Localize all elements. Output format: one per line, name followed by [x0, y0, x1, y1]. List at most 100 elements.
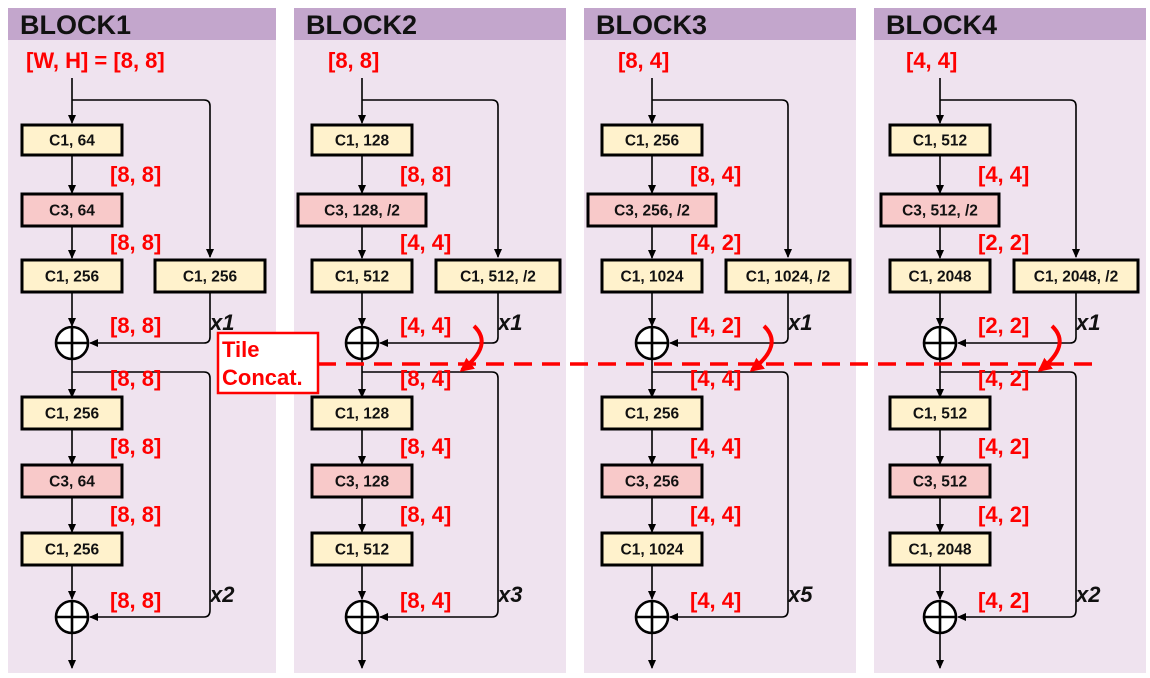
conv-c1-label: C1, 128: [335, 133, 390, 150]
dim-after-c3: [4, 4]: [400, 230, 451, 255]
shortcut-line: [362, 99, 502, 258]
block-header-bar-3: [584, 8, 856, 40]
repeat-count-2: x2: [209, 582, 235, 607]
conv2-c3-label: C3, 128: [335, 474, 390, 491]
dim-after-c1: [8, 8]: [400, 162, 451, 187]
conv2-c1-out: [600, 531, 704, 567]
repeat-count-1: x1: [1075, 310, 1100, 335]
block-header-bar-1: [8, 8, 276, 40]
dim-stage2-in: [4, 4]: [690, 366, 741, 391]
block-input-dim-3: [8, 4]: [618, 48, 669, 73]
block-title-3: BLOCK3: [596, 10, 707, 40]
conv-c3-label: C3, 256, /2: [614, 203, 690, 220]
dim2-after-c1: [8, 4]: [400, 434, 451, 459]
conv-c1-out: [600, 258, 704, 294]
conv-shortcut: [434, 258, 562, 294]
block-input-dim-2: [8, 8]: [328, 48, 379, 73]
block-title-1: BLOCK1: [20, 10, 131, 40]
conv2-c3: [310, 463, 414, 499]
dim-after-c1: [8, 4]: [690, 162, 741, 187]
conv-c1: [888, 123, 992, 157]
block-header-bar-2: [294, 8, 566, 40]
block-panel-3: [584, 8, 856, 673]
conv-shortcut: [153, 258, 267, 294]
conv2-c1: [310, 395, 414, 431]
conv2-c1-out-label: C1, 1024: [621, 542, 684, 559]
conv-c1-label: C1, 512: [913, 133, 967, 150]
conv2-c1-out-label: C1, 256: [45, 542, 100, 559]
conv-c1: [310, 123, 414, 157]
dim2-after-c1: [4, 4]: [690, 434, 741, 459]
conv2-c1-out: [888, 531, 992, 567]
conv-shortcut-label: C1, 256: [183, 269, 238, 286]
dim-after-c3: [2, 2]: [978, 230, 1029, 255]
shortcut-merge: [379, 292, 499, 347]
dim-stage2-in: [4, 2]: [978, 366, 1029, 391]
shortcut-merge: [957, 292, 1077, 347]
conv-c1-label: C1, 64: [49, 133, 95, 150]
conv2-c3-label: C3, 64: [49, 474, 95, 491]
shortcut-line: [940, 99, 1080, 258]
dim-stage2-in: [8, 4]: [400, 366, 451, 391]
conv2-c1-label: C1, 512: [913, 406, 967, 423]
tile-concat-arrow-4: [1037, 324, 1062, 372]
block-header-bar-4: [874, 8, 1146, 40]
repeat-count-1: x1: [497, 310, 522, 335]
conv2-c1-out: [310, 531, 414, 567]
dim-after-c1: [8, 8]: [110, 162, 161, 187]
conv-c1-label: C1, 256: [625, 133, 680, 150]
conv2-c1-out: [20, 531, 124, 567]
conv-c1: [20, 123, 124, 157]
conv-c3-label: C3, 128, /2: [324, 203, 400, 220]
conv-c1-out: [310, 258, 414, 294]
conv2-c3: [600, 463, 704, 499]
dim2-after-c3: [8, 4]: [400, 502, 451, 527]
conv-shortcut: [1012, 258, 1140, 294]
dim2-after-add: [4, 4]: [690, 588, 741, 613]
dim-stage2-in: [8, 8]: [110, 366, 161, 391]
dim2-after-add: [8, 8]: [110, 588, 161, 613]
block-input-dim-1: [W, H] = [8, 8]: [26, 48, 165, 73]
conv-c1-out-label: C1, 2048: [909, 269, 972, 286]
conv-c3: [296, 192, 428, 228]
dim2-after-c3: [4, 2]: [978, 502, 1029, 527]
conv-c1-out: [20, 258, 124, 294]
conv-shortcut-label: C1, 1024, /2: [746, 269, 830, 286]
conv-c1-out-label: C1, 256: [45, 269, 100, 286]
tile-concat-arrow-3: [749, 324, 774, 372]
conv-c1-out: [888, 258, 992, 294]
residual-loop: [940, 371, 1077, 621]
conv2-c1: [600, 395, 704, 431]
residual-loop: [652, 371, 789, 621]
tile-concat-label-2: Concat.: [222, 365, 303, 390]
conv2-c1: [888, 395, 992, 431]
block-panel-4: [874, 8, 1146, 673]
conv-c3: [586, 192, 718, 228]
dim-after-add-1: [4, 2]: [690, 313, 741, 338]
dim2-after-add: [4, 2]: [978, 588, 1029, 613]
conv-c3: [20, 192, 124, 228]
residual-loop: [362, 371, 499, 621]
conv-c3-label: C3, 64: [49, 203, 95, 220]
tile-concat-box: [216, 331, 320, 395]
dim2-after-c3: [8, 8]: [110, 502, 161, 527]
block-title-2: BLOCK2: [306, 10, 417, 40]
block-panel-2: [294, 8, 566, 673]
conv2-c1-label: C1, 256: [45, 406, 100, 423]
conv-c1-out-label: C1, 1024: [621, 269, 684, 286]
conv-c3-label: C3, 512, /2: [902, 203, 978, 220]
dim-after-c3: [8, 8]: [110, 230, 161, 255]
conv-shortcut: [724, 258, 852, 294]
conv2-c1-out-label: C1, 512: [335, 542, 389, 559]
repeat-count-2: x5: [787, 582, 813, 607]
repeat-count-2: x3: [497, 582, 522, 607]
conv-c1: [600, 123, 704, 157]
shortcut-merge: [89, 292, 211, 347]
conv2-c1: [20, 395, 124, 431]
conv-shortcut-label: C1, 512, /2: [460, 269, 536, 286]
shortcut-line: [652, 99, 792, 258]
conv2-c3: [20, 463, 124, 499]
dim-after-add-1: [2, 2]: [978, 313, 1029, 338]
